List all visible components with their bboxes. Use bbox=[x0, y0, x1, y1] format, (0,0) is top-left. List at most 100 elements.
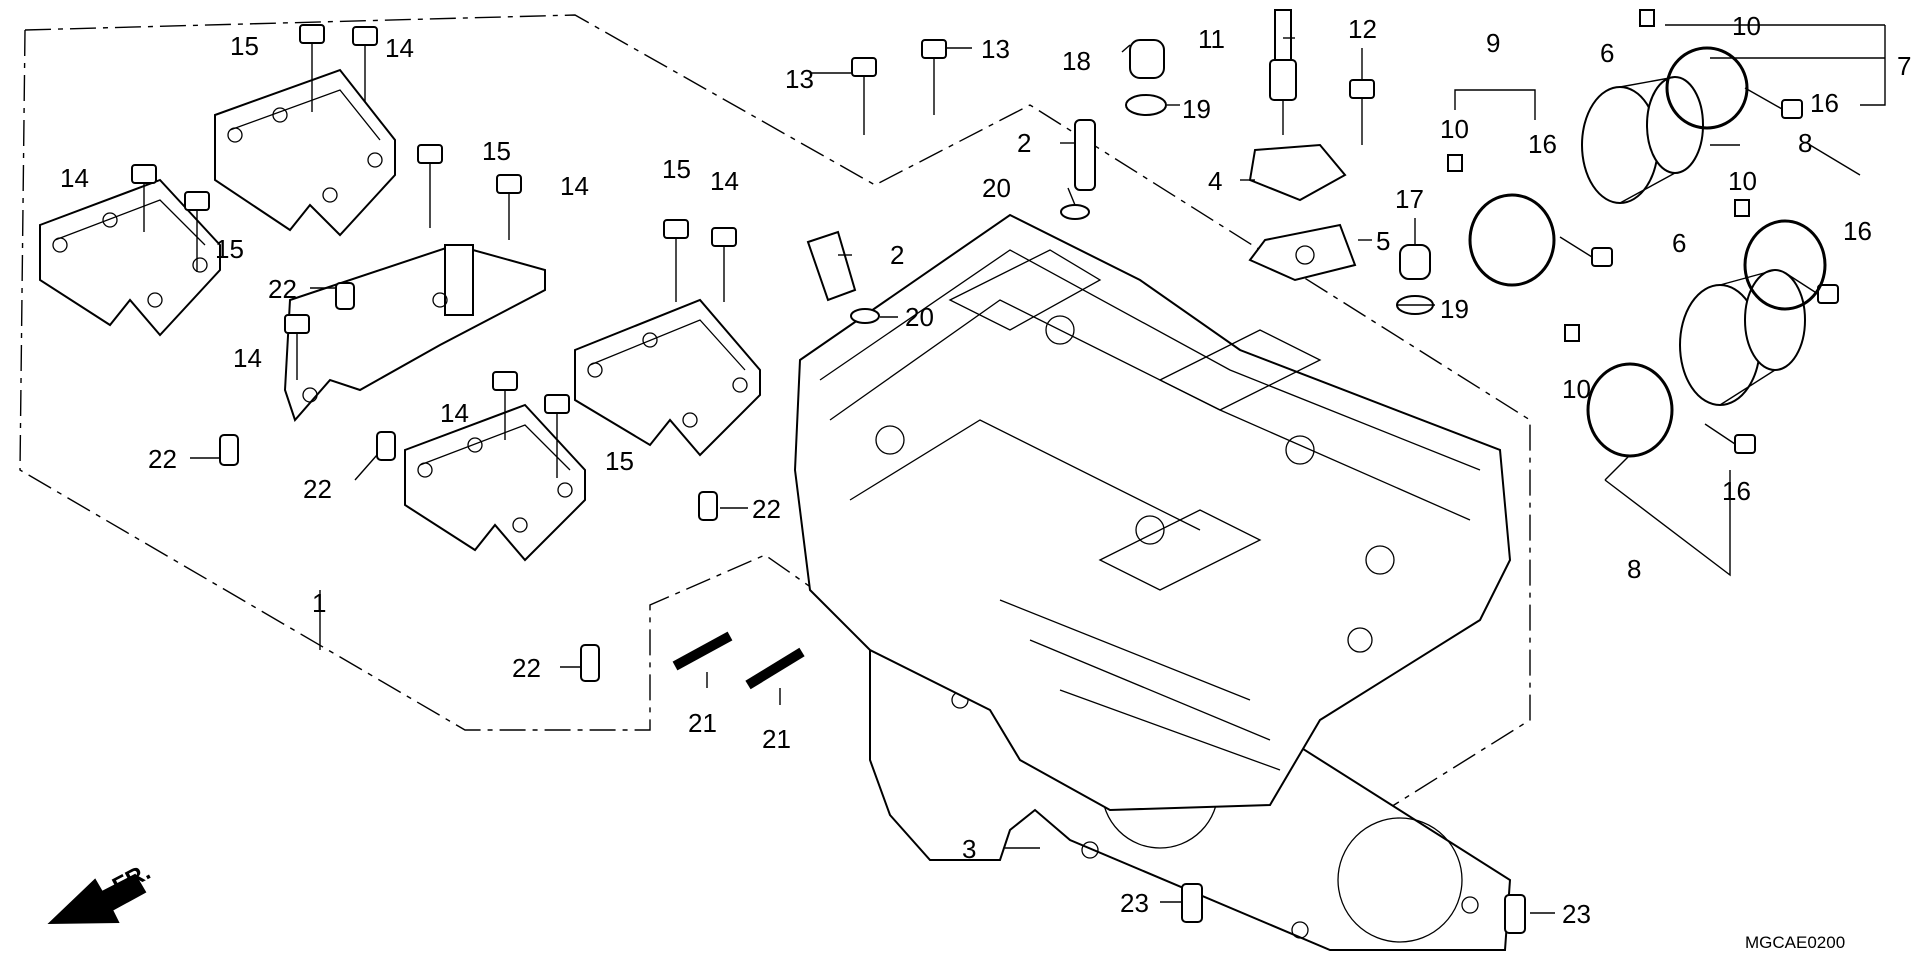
cylinder-head bbox=[793, 213, 1512, 812]
group-outlines bbox=[19, 14, 1531, 871]
valve-guide-2a bbox=[1074, 119, 1096, 191]
plate-4 bbox=[1248, 143, 1347, 202]
small-parts bbox=[806, 9, 1434, 324]
callout-17: 17 bbox=[1395, 184, 1424, 214]
bolt-13b bbox=[921, 39, 947, 115]
bolt-12 bbox=[1349, 79, 1375, 145]
callout-21: 21 bbox=[762, 724, 791, 754]
camshaft-holder-center bbox=[283, 243, 546, 422]
insulator-6b bbox=[1679, 269, 1806, 406]
washer-19a bbox=[1125, 94, 1167, 116]
callout-20: 20 bbox=[905, 302, 934, 332]
callout-18: 18 bbox=[1062, 46, 1091, 76]
studs bbox=[672, 631, 805, 690]
callout-13: 13 bbox=[981, 34, 1010, 64]
dowel-pins bbox=[219, 282, 1526, 934]
callout-22: 22 bbox=[268, 274, 297, 304]
callout-9: 9 bbox=[1486, 28, 1500, 58]
callout-7: 7 bbox=[1897, 51, 1911, 81]
callout-14: 14 bbox=[60, 163, 89, 193]
callout-16: 16 bbox=[1528, 129, 1557, 159]
callout-16: 16 bbox=[1722, 476, 1751, 506]
callout-14: 14 bbox=[440, 398, 469, 428]
callout-15: 15 bbox=[215, 234, 244, 264]
bolt-16a bbox=[1744, 87, 1803, 119]
callout-2: 2 bbox=[1017, 128, 1031, 158]
oring-20a bbox=[1060, 204, 1090, 220]
clamp-7 bbox=[1665, 46, 1749, 130]
bolt-16b bbox=[1559, 236, 1613, 267]
callout-12: 12 bbox=[1348, 14, 1377, 44]
bolt-13a bbox=[851, 57, 877, 135]
callout-6: 6 bbox=[1672, 228, 1686, 258]
callout-14: 14 bbox=[385, 33, 414, 63]
nuts-10 bbox=[1447, 9, 1750, 342]
callout-15: 15 bbox=[482, 136, 511, 166]
callout-8: 8 bbox=[1627, 554, 1641, 584]
camshaft-holder-upper-left bbox=[214, 68, 396, 237]
callout-22: 22 bbox=[148, 444, 177, 474]
clamp-9 bbox=[1468, 193, 1556, 287]
cap-18 bbox=[1129, 39, 1165, 79]
callout-3: 3 bbox=[962, 834, 976, 864]
callout-2: 2 bbox=[890, 240, 904, 270]
callout-14: 14 bbox=[710, 166, 739, 196]
gasket-5 bbox=[1248, 223, 1357, 282]
bolt-16c bbox=[1786, 273, 1839, 304]
callout-19: 19 bbox=[1440, 294, 1469, 324]
camshaft-holder-right bbox=[574, 298, 761, 457]
clamp-8a bbox=[1743, 219, 1827, 311]
cap-17 bbox=[1399, 244, 1431, 280]
callout-10: 10 bbox=[1440, 114, 1469, 144]
insulators-clamps bbox=[1447, 9, 1827, 458]
bolt-14b bbox=[131, 164, 157, 232]
bolt-14c bbox=[496, 174, 522, 240]
camshaft-holder-left bbox=[39, 178, 221, 337]
bolt-15b bbox=[184, 191, 210, 272]
bolt-15d bbox=[544, 394, 570, 478]
callout-8: 8 bbox=[1798, 128, 1812, 158]
callout-10: 10 bbox=[1562, 374, 1591, 404]
callout-16: 16 bbox=[1843, 216, 1872, 246]
oring-20b bbox=[850, 308, 880, 324]
clamp-8b bbox=[1586, 362, 1674, 458]
callout-15: 15 bbox=[605, 446, 634, 476]
front-direction-arrow: FR. bbox=[47, 858, 155, 925]
callout-15: 15 bbox=[662, 154, 691, 184]
bolt-14a bbox=[352, 26, 378, 102]
insulator-6a bbox=[1581, 76, 1704, 204]
bolt-15a bbox=[299, 24, 325, 112]
bolt-15c bbox=[417, 144, 443, 228]
bolt-16d bbox=[1704, 423, 1756, 454]
callout-labels: 1 2 2 3 4 5 6 6 7 8 8 9 10 10 10 10 11 1… bbox=[60, 11, 1911, 929]
callout-22: 22 bbox=[303, 474, 332, 504]
bolts bbox=[131, 24, 1839, 478]
callout-4: 4 bbox=[1208, 166, 1222, 196]
diagram-code: MGCAE0200 bbox=[1745, 933, 1845, 952]
callout-23: 23 bbox=[1120, 888, 1149, 918]
spark-plug bbox=[1269, 9, 1297, 135]
camshaft-holder-lower-center bbox=[404, 403, 586, 562]
bolt-14e bbox=[492, 371, 518, 440]
callout-10: 10 bbox=[1732, 11, 1761, 41]
bolt-14d bbox=[284, 314, 310, 380]
callout-10: 10 bbox=[1728, 166, 1757, 196]
callout-11: 11 bbox=[1198, 24, 1225, 54]
callout-1: 1 bbox=[312, 588, 326, 618]
callout-14: 14 bbox=[233, 343, 262, 373]
callout-20: 20 bbox=[982, 173, 1011, 203]
valve-guide-2b bbox=[806, 230, 857, 302]
callout-19: 19 bbox=[1182, 94, 1211, 124]
bolt-15e bbox=[663, 219, 689, 302]
callout-21: 21 bbox=[688, 708, 717, 738]
leader-lines bbox=[190, 24, 1886, 914]
callout-22: 22 bbox=[752, 494, 781, 524]
callout-15: 15 bbox=[230, 31, 259, 61]
callout-16: 16 bbox=[1810, 88, 1839, 118]
bolt-14f bbox=[711, 227, 737, 302]
callout-6: 6 bbox=[1600, 38, 1614, 68]
callout-14: 14 bbox=[560, 171, 589, 201]
callout-5: 5 bbox=[1376, 226, 1390, 256]
callout-23: 23 bbox=[1562, 899, 1591, 929]
